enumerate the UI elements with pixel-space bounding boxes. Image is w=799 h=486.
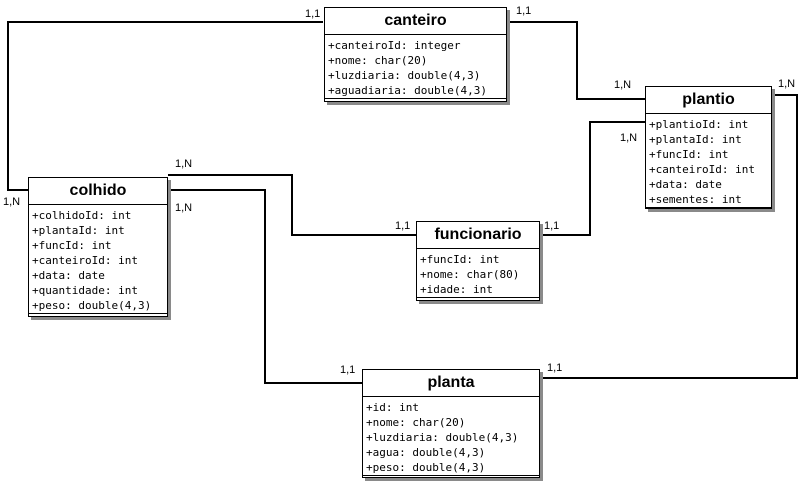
cardinality-label: 1,N bbox=[620, 132, 638, 144]
line-canteiro-plantio bbox=[507, 21, 645, 100]
entity-funcionario[interactable]: funcionario +funcId: int +nome: char(80)… bbox=[416, 221, 540, 301]
attribute: +id: int bbox=[366, 401, 419, 414]
cardinality-label: 1,N bbox=[3, 196, 21, 208]
cardinality-label: 1,1 bbox=[305, 8, 321, 20]
cardinality-label: 1,N bbox=[175, 202, 193, 214]
attribute: +nome: char(80) bbox=[420, 268, 520, 281]
entity-title: funcionario bbox=[417, 222, 539, 249]
attribute: +luzdiaria: double(4,3) bbox=[328, 69, 481, 82]
attribute: +plantaId: int bbox=[649, 133, 742, 146]
attribute: +colhidoId: int bbox=[32, 209, 132, 222]
attribute: +plantioId: int bbox=[649, 118, 749, 131]
attribute: +idade: int bbox=[420, 283, 493, 296]
attribute-list: +funcId: int +nome: char(80) +idade: int bbox=[417, 249, 539, 298]
entity-colhido[interactable]: colhido +colhidoId: int +plantaId: int +… bbox=[28, 177, 168, 317]
entity-planta[interactable]: planta +id: int +nome: char(20) +luzdiar… bbox=[362, 369, 540, 478]
line-planta-plantio bbox=[540, 94, 798, 379]
attribute: +plantaId: int bbox=[32, 224, 125, 237]
line-canteiro-colhido bbox=[7, 21, 323, 191]
entity-title: colhido bbox=[29, 178, 167, 205]
cardinality-label: 1,1 bbox=[395, 220, 411, 232]
cardinality-label: 1,1 bbox=[544, 220, 560, 232]
cardinality-label: 1,1 bbox=[340, 364, 356, 376]
line-colhido-funcionario bbox=[168, 174, 416, 236]
cardinality-label: 1,N bbox=[778, 78, 796, 90]
attribute: +canteiroId: int bbox=[649, 163, 755, 176]
attribute: +funcId: int bbox=[32, 239, 112, 252]
operations-section bbox=[325, 99, 506, 105]
cardinality-label: 1,1 bbox=[516, 5, 532, 17]
attribute: +sementes: int bbox=[649, 193, 742, 206]
entity-title: planta bbox=[363, 370, 539, 397]
attribute: +nome: char(20) bbox=[366, 416, 466, 429]
operations-section bbox=[417, 298, 539, 304]
line-colhido-planta bbox=[168, 189, 362, 384]
attribute-list: +colhidoId: int +plantaId: int +funcId: … bbox=[29, 205, 167, 314]
entity-canteiro[interactable]: canteiro +canteiroId: integer +nome: cha… bbox=[324, 7, 507, 102]
entity-title: plantio bbox=[646, 87, 771, 114]
cardinality-label: 1,1 bbox=[547, 362, 563, 374]
attribute: +peso: double(4,3) bbox=[366, 461, 486, 474]
attribute: +canteiroId: integer bbox=[328, 39, 461, 52]
attribute: +luzdiaria: double(4,3) bbox=[366, 431, 519, 444]
attribute: +agua: double(4,3) bbox=[366, 446, 486, 459]
attribute: +funcId: int bbox=[420, 253, 500, 266]
entity-title: canteiro bbox=[325, 8, 506, 35]
attribute: +data: date bbox=[32, 269, 105, 282]
entity-plantio[interactable]: plantio +plantioId: int +plantaId: int +… bbox=[645, 86, 772, 209]
attribute: +quantidade: int bbox=[32, 284, 138, 297]
attribute: +peso: double(4,3) bbox=[32, 299, 152, 312]
attribute-list: +id: int +nome: char(20) +luzdiaria: dou… bbox=[363, 397, 539, 476]
attribute: +nome: char(20) bbox=[328, 54, 428, 67]
attribute-list: +plantioId: int +plantaId: int +funcId: … bbox=[646, 114, 771, 208]
attribute: +aguadiaria: double(4,3) bbox=[328, 84, 487, 97]
line-funcionario-plantio bbox=[540, 121, 645, 236]
operations-section bbox=[646, 208, 771, 214]
cardinality-label: 1,N bbox=[175, 158, 193, 170]
attribute-list: +canteiroId: integer +nome: char(20) +lu… bbox=[325, 35, 506, 99]
cardinality-label: 1,N bbox=[614, 79, 632, 91]
operations-section bbox=[29, 314, 167, 320]
attribute: +canteiroId: int bbox=[32, 254, 138, 267]
operations-section bbox=[363, 476, 539, 482]
attribute: +funcId: int bbox=[649, 148, 729, 161]
attribute: +data: date bbox=[649, 178, 722, 191]
